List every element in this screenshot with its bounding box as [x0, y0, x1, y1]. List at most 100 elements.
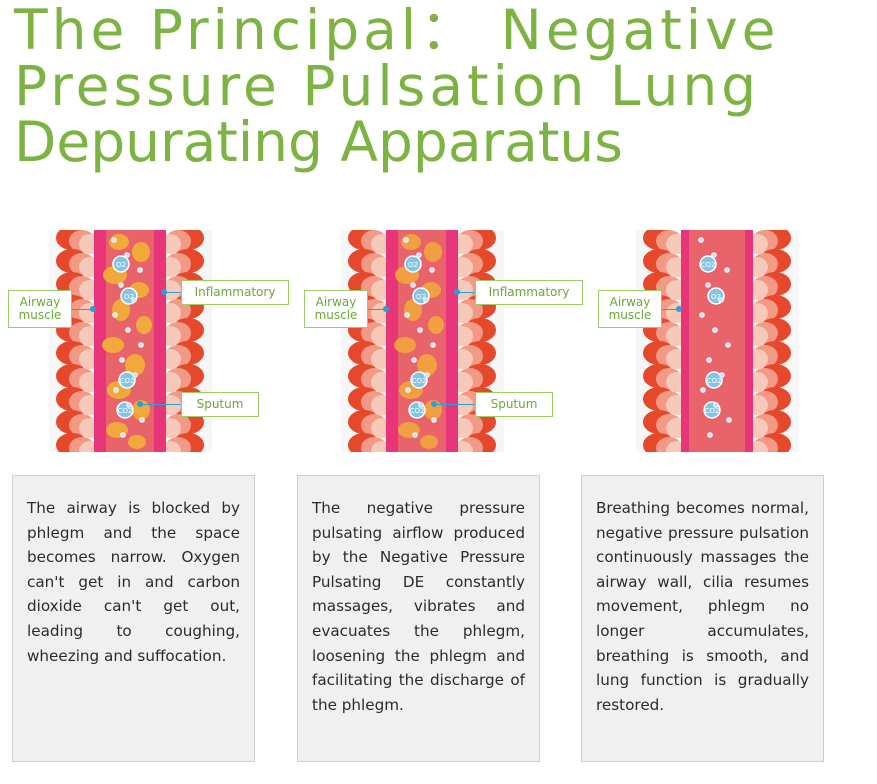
- air-bubble: [126, 402, 132, 408]
- air-bubble: [124, 252, 130, 258]
- air-bubble: [417, 327, 423, 333]
- description-clear: Breathing becomes normal, negative press…: [581, 475, 824, 762]
- leader-line: [165, 292, 181, 293]
- oxygen-icon: O2: [404, 255, 422, 273]
- air-bubble: [131, 297, 137, 303]
- svg-text:CO2: CO2: [410, 407, 425, 415]
- air-bubble: [137, 267, 143, 273]
- title-line-3: Depurating Apparatus: [14, 110, 623, 174]
- air-bubble: [138, 342, 144, 348]
- sputum-label: Sputum: [475, 392, 553, 417]
- phlegm-blob: [128, 435, 146, 449]
- svg-text:CO2: CO2: [412, 377, 427, 385]
- carbon-dioxide-icon: CO2: [410, 371, 428, 389]
- air-bubble: [707, 432, 713, 438]
- air-bubble: [718, 297, 724, 303]
- airway-muscle-label: Airway muscle: [8, 290, 72, 328]
- air-bubble: [112, 312, 118, 318]
- phlegm-blob: [394, 337, 416, 353]
- air-bubble: [113, 387, 119, 393]
- sputum-label: Sputum: [181, 392, 259, 417]
- air-bubble: [719, 372, 725, 378]
- oxygen-icon: O2: [112, 255, 130, 273]
- title-line-2: Pressure Pulsation Lung: [14, 54, 761, 118]
- air-bubble: [416, 252, 422, 258]
- phlegm-blob: [125, 354, 145, 376]
- airway-lumen: [689, 230, 745, 452]
- inflammatory-label: Inflammatory: [181, 280, 289, 305]
- air-bubble: [431, 417, 437, 423]
- air-bubble: [411, 357, 417, 363]
- air-bubble: [418, 402, 424, 408]
- carbon-dioxide-icon: CO2: [699, 255, 717, 273]
- leader-dot: [431, 401, 437, 407]
- air-bubble: [120, 432, 126, 438]
- svg-text:CO2: CO2: [707, 377, 722, 385]
- phlegm-blob: [424, 400, 442, 420]
- inflammatory-label: Inflammatory: [475, 280, 583, 305]
- phlegm-blob: [132, 400, 150, 420]
- svg-text:CO2: CO2: [705, 407, 720, 415]
- svg-text:CO2: CO2: [701, 261, 716, 269]
- air-bubble: [125, 327, 131, 333]
- air-bubble: [412, 432, 418, 438]
- title-line-1: The Principal： Negative: [14, 0, 780, 62]
- carbon-dioxide-icon: CO2: [705, 371, 723, 389]
- air-bubble: [706, 357, 712, 363]
- air-bubble: [711, 252, 717, 258]
- leader-line: [368, 309, 388, 310]
- air-bubble: [111, 237, 117, 243]
- leader-line: [458, 292, 475, 293]
- leader-line: [434, 404, 475, 405]
- phlegm-blob: [102, 337, 124, 353]
- svg-text:CO2: CO2: [118, 407, 133, 415]
- svg-text:O2: O2: [124, 293, 134, 301]
- air-bubble: [119, 357, 125, 363]
- phlegm-blob: [132, 242, 150, 262]
- leader-dot: [161, 289, 167, 295]
- air-bubble: [705, 282, 711, 288]
- air-bubble: [725, 342, 731, 348]
- air-bubble: [424, 372, 430, 378]
- air-bubble: [429, 267, 435, 273]
- air-bubble: [403, 237, 409, 243]
- leader-dot: [676, 306, 682, 312]
- air-bubble: [405, 387, 411, 393]
- svg-text:O2: O2: [116, 261, 126, 269]
- air-bubble: [423, 297, 429, 303]
- description-blocked: The airway is blocked by phlegm and the …: [12, 475, 255, 762]
- phlegm-blob: [401, 234, 421, 250]
- phlegm-blob: [417, 354, 437, 376]
- phlegm-blob: [109, 234, 129, 250]
- air-bubble: [139, 417, 145, 423]
- leader-dot: [454, 289, 460, 295]
- svg-text:O2: O2: [711, 293, 721, 301]
- leader-line: [140, 404, 181, 405]
- leader-dot: [137, 401, 143, 407]
- svg-text:O2: O2: [416, 293, 426, 301]
- air-bubble: [724, 267, 730, 273]
- page-title: The Principal： Negative Pressure Pulsati…: [14, 2, 874, 170]
- air-bubble: [430, 342, 436, 348]
- air-bubble: [118, 282, 124, 288]
- air-bubble: [699, 312, 705, 318]
- leader-line: [72, 309, 94, 310]
- leader-line: [662, 309, 680, 310]
- airway-muscle-label: Airway muscle: [304, 290, 368, 328]
- air-bubble: [726, 417, 732, 423]
- air-bubble: [713, 402, 719, 408]
- phlegm-blob: [428, 316, 444, 334]
- phlegm-blob: [136, 316, 152, 334]
- leader-dot: [383, 306, 389, 312]
- airway-muscle-label: Airway muscle: [598, 290, 662, 328]
- air-bubble: [712, 327, 718, 333]
- phlegm-blob: [424, 242, 442, 262]
- air-bubble: [132, 372, 138, 378]
- svg-text:CO2: CO2: [120, 377, 135, 385]
- leader-dot: [90, 306, 96, 312]
- svg-text:O2: O2: [408, 261, 418, 269]
- description-loosening: The negative pressure pulsating airflow …: [297, 475, 540, 762]
- air-bubble: [410, 282, 416, 288]
